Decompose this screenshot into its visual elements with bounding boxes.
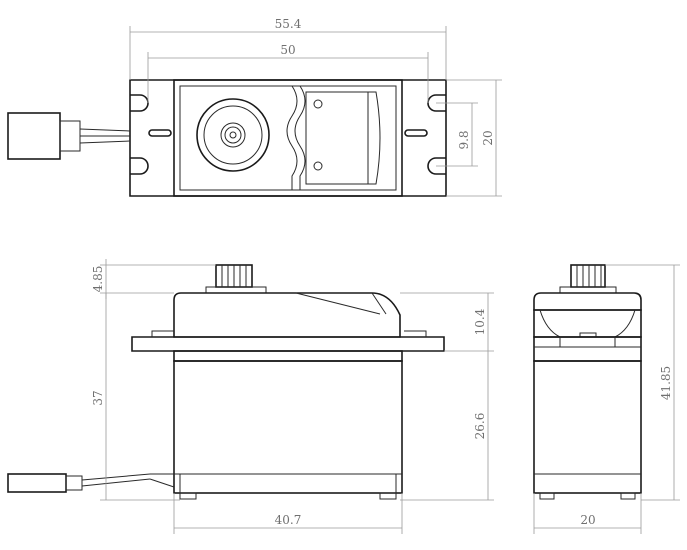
top-view-label-panel (305, 91, 369, 185)
front-spline-height-dimension: 4.85 (91, 266, 105, 293)
top-view-cover-seam (286, 85, 298, 190)
front-view: 4.85 37 10.4 26.6 40.7 (7, 259, 494, 534)
top-width-dimension: 55.4 (275, 17, 302, 31)
top-view-screw-upper (313, 99, 323, 109)
front-lower-height-dimension: 26.6 (473, 413, 487, 440)
top-view-output-boss (196, 98, 270, 172)
side-view-foot-right (620, 492, 636, 500)
side-width-dimension: 20 (580, 513, 595, 527)
top-view-right-slot-lower (427, 157, 446, 175)
top-view-wire-1 (79, 128, 131, 132)
top-view-body-inner (179, 85, 397, 191)
top-view-body (173, 79, 403, 197)
top-body-height-dimension: 20 (481, 130, 495, 145)
top-slot-dimension: 9.8 (457, 130, 471, 149)
top-view: 55.4 50 9.8 20 (7, 17, 502, 197)
front-view-flange (131, 336, 445, 352)
side-view-upper-case (533, 292, 642, 311)
side-height-dimension: 41.85 (659, 366, 673, 400)
top-view-screw-lower (313, 161, 323, 171)
front-view-foot-right (379, 492, 397, 500)
front-view-foot-left (179, 492, 197, 500)
front-view-cable (81, 473, 151, 481)
side-view: 41.85 20 (533, 264, 680, 534)
side-view-flange-band (533, 336, 642, 362)
front-upper-height-dimension: 10.4 (473, 308, 487, 335)
front-overall-height-dimension: 37 (91, 390, 105, 405)
top-view-connector (7, 112, 61, 160)
front-view-connector (7, 473, 67, 493)
top-view-wire-3 (79, 140, 131, 144)
front-view-upper-case (173, 292, 401, 338)
top-view-right-slot-middle (404, 129, 428, 137)
top-view-left-slot-upper (130, 94, 149, 112)
side-view-foot-left (539, 492, 555, 500)
front-width-dimension: 40.7 (275, 513, 302, 527)
side-view-spline (570, 264, 606, 288)
front-view-middle-band (173, 350, 403, 362)
front-view-lower-case (173, 360, 403, 494)
top-view-left-slot-middle (148, 129, 172, 137)
side-view-lower-case (533, 360, 642, 494)
top-hole-spacing-dimension: 50 (280, 43, 295, 57)
top-view-output-spline-icon (220, 122, 246, 148)
top-view-left-slot-lower (130, 157, 149, 175)
